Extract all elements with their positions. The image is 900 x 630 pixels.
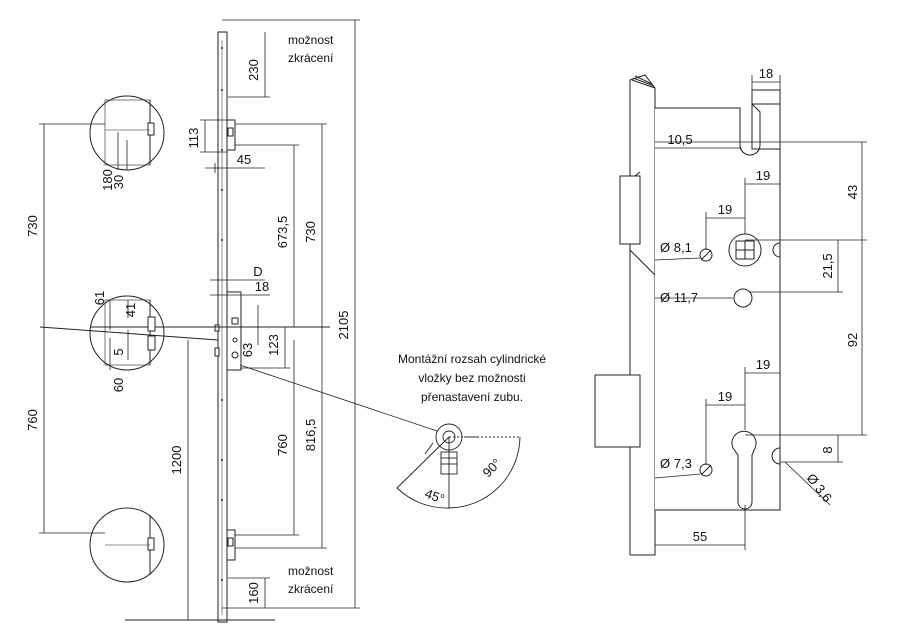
shortening-bottom-line2: zkrácení — [288, 582, 334, 596]
dim-19-top-b: 19 — [718, 202, 732, 217]
dim-760-inner: 760 — [275, 434, 290, 456]
angle-90-label: 90° — [480, 456, 505, 481]
case-faceplate — [629, 74, 656, 556]
dim-2105: 2105 — [336, 311, 351, 340]
shortening-top-line2: zkrácení — [288, 51, 334, 65]
mount-note-line3: přenastavení zubu. — [421, 390, 523, 404]
mount-note-line2: vložky bez možnosti — [418, 371, 525, 385]
dim-230: 230 — [246, 59, 261, 81]
dim-19-bottom-a: 19 — [756, 357, 770, 372]
dim-18-left: 18 — [255, 279, 269, 294]
shortening-bottom-line1: možnost — [288, 564, 334, 578]
dim-61: 61 — [92, 291, 107, 305]
right-text-labels: 18 10,5 43 19 19 Ø 8,1 21,5 Ø 11,7 92 19… — [660, 66, 860, 544]
angle-45-label: 45° — [423, 486, 447, 507]
dim-730-inner: 730 — [303, 221, 318, 243]
faceplate-holes — [221, 47, 223, 581]
dim-1200: 1200 — [169, 446, 184, 475]
dim-dia-11-7: Ø 11,7 — [660, 290, 698, 305]
dim-19-bottom-b: 19 — [718, 389, 732, 404]
dim-816-5: 816,5 — [303, 419, 318, 452]
dim-dia-3-6: Ø 3,6 — [804, 471, 835, 505]
dim-41: 41 — [123, 303, 138, 317]
left-lock-elevation — [39, 31, 330, 623]
dim-123: 123 — [266, 334, 281, 356]
dim-60: 60 — [111, 378, 126, 392]
right-lock-case-detail — [594, 74, 781, 556]
dim-113: 113 — [186, 128, 201, 149]
dim-180: 180 — [100, 169, 115, 191]
dim-5: 5 — [111, 348, 126, 355]
deadbolt — [594, 374, 641, 448]
dim-19-top-a: 19 — [756, 168, 770, 183]
dim-55: 55 — [693, 529, 707, 544]
dim-D: D — [253, 264, 262, 279]
mount-note-line1: Montážní rozsah cylindrické — [398, 352, 546, 366]
dim-730-outer: 730 — [25, 215, 40, 237]
shortening-top-line1: možnost — [288, 33, 334, 47]
dim-92: 92 — [845, 333, 860, 347]
dim-63: 63 — [240, 343, 255, 357]
left-text-labels: možnost zkrácení možnost zkrácení Montáž… — [25, 33, 546, 604]
dim-10-5: 10,5 — [667, 132, 692, 147]
detail-circles — [89, 95, 165, 583]
left-dimension-lines — [39, 19, 441, 620]
dim-673-5: 673,5 — [275, 216, 290, 249]
latch-bolt — [619, 175, 641, 245]
dim-43: 43 — [845, 185, 860, 199]
dim-18-right: 18 — [759, 66, 773, 81]
cylinder-mount-detail — [396, 423, 521, 509]
dim-dia-7-3: Ø 7,3 — [660, 456, 692, 471]
dim-dia-8-1: Ø 8,1 — [660, 240, 692, 255]
dim-8: 8 — [820, 446, 835, 453]
right-dimension-lines — [654, 75, 867, 550]
dim-160: 160 — [246, 582, 261, 604]
dim-45: 45 — [237, 152, 251, 167]
dim-760-outer: 760 — [25, 409, 40, 431]
detail-circle-center — [89, 295, 165, 371]
detail-circle-bottom — [89, 507, 165, 583]
dim-30: 30 — [111, 175, 126, 189]
center-lock-case — [226, 291, 242, 371]
dim-21-5: 21,5 — [820, 253, 835, 278]
euro-cylinder-hole — [731, 430, 757, 510]
